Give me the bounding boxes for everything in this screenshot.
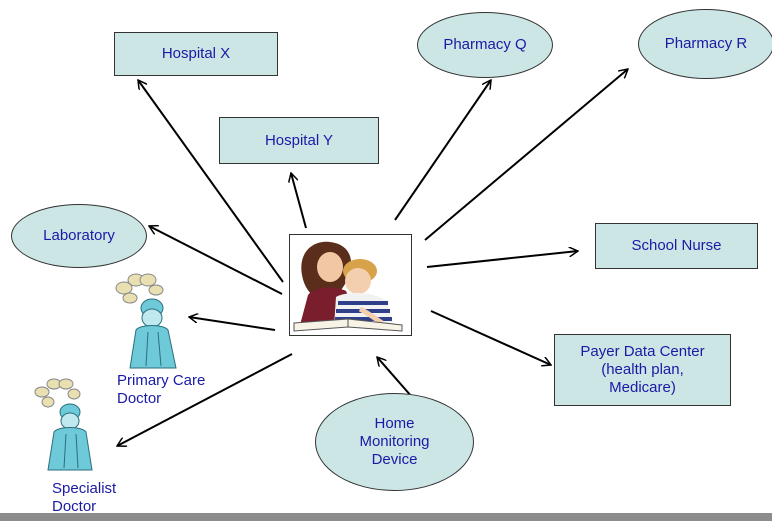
specialist-doctor-label: Specialist Doctor bbox=[52, 480, 116, 516]
node-pharmacy-q-label: Pharmacy Q bbox=[443, 36, 527, 53]
node-home-monitoring-device: Home Monitoring Device bbox=[315, 393, 474, 491]
node-payer-data-center: Payer Data Center (health plan, Medicare… bbox=[554, 334, 731, 406]
arrow-to-pharmacy-r bbox=[424, 69, 628, 241]
node-laboratory: Laboratory bbox=[11, 204, 147, 268]
specialist-doctor-icon bbox=[34, 378, 93, 471]
arrow-to-primary-care bbox=[189, 317, 276, 331]
primary-care-doctor-label: Primary Care Doctor bbox=[117, 372, 205, 408]
node-hospital-x: Hospital X bbox=[114, 32, 278, 76]
node-laboratory-label: Laboratory bbox=[43, 227, 115, 244]
arrow-to-laboratory bbox=[149, 226, 283, 295]
parent-and-child-reading-icon bbox=[290, 235, 411, 335]
home-line-1: Home bbox=[374, 415, 415, 432]
arrow-to-school-nurse bbox=[426, 251, 578, 268]
node-pharmacy-r-label: Pharmacy R bbox=[664, 35, 748, 52]
arrow-to-hospital-x bbox=[138, 80, 284, 283]
specialist-line-2: Doctor bbox=[52, 498, 97, 515]
node-pharmacy-q: Pharmacy Q bbox=[417, 12, 553, 78]
payer-line-2: (health plan, bbox=[601, 361, 684, 378]
primary-line-1: Primary Care bbox=[117, 372, 206, 389]
primary-care-doctor-icon bbox=[115, 273, 177, 369]
home-line-3: Device bbox=[371, 451, 418, 468]
arrow-to-hospital-y bbox=[291, 173, 307, 229]
payer-line-3: Medicare) bbox=[609, 379, 676, 396]
home-line-2: Monitoring bbox=[359, 433, 430, 450]
node-hospital-x-label: Hospital X bbox=[161, 45, 231, 62]
node-school-nurse-label: School Nurse bbox=[631, 237, 722, 254]
primary-line-2: Doctor bbox=[117, 390, 162, 407]
payer-line-1: Payer Data Center bbox=[580, 343, 705, 360]
arrow-from-home-monitoring bbox=[377, 357, 413, 398]
node-pharmacy-r: Pharmacy R bbox=[638, 9, 772, 79]
arrow-to-payer bbox=[430, 310, 551, 365]
node-hospital-y-label: Hospital Y bbox=[264, 131, 334, 149]
node-hospital-y: Hospital Y bbox=[219, 117, 379, 164]
arrow-to-specialist bbox=[117, 353, 293, 446]
node-school-nurse: School Nurse bbox=[595, 223, 758, 269]
arrow-to-pharmacy-q bbox=[394, 80, 491, 221]
specialist-line-1: Specialist bbox=[52, 480, 117, 497]
footer-bar bbox=[0, 513, 772, 521]
center-patient-photo bbox=[289, 234, 412, 336]
